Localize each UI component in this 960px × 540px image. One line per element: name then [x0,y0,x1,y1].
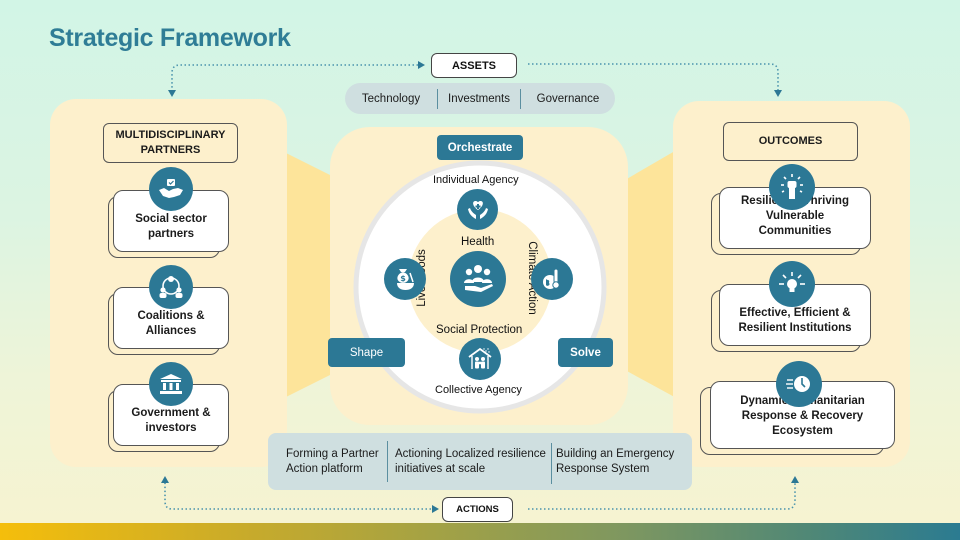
arrow-head-assets [418,61,425,69]
outcomes-header: OUTCOMES [723,122,858,161]
action-partner-platform: Forming a Partner Action platform [286,447,379,475]
raised-fist-icon [769,164,815,210]
money-bag-food-icon: $ [384,258,426,300]
individual-agency-label: Individual Agency [433,174,519,186]
arrow-head-partners-top [168,90,176,97]
divider [520,88,521,109]
asset-investments: Investments [448,92,510,105]
network-people-icon [149,265,193,309]
asset-technology: Technology [361,92,421,105]
health-hands-icon [457,189,498,230]
asset-governance: Governance [536,92,600,105]
collective-agency-label: Collective Agency [435,384,522,396]
solve-button[interactable]: Solve [558,338,613,367]
actions-label: ACTIONS [442,497,513,522]
lightbulb-arrows-icon [769,261,815,307]
left-funnel-shape [280,150,340,400]
fast-clock-icon [776,361,822,407]
outcome-card-label: Effective, Efficient & Resilient Institu… [719,284,871,346]
shape-button[interactable]: Shape [328,338,405,367]
footer-gradient-bar [0,523,960,540]
svg-text:$: $ [400,274,406,283]
divider [551,443,552,484]
community-hand-icon [450,251,506,307]
page-title: Strategic Framework [49,24,291,52]
house-family-icon [459,338,501,380]
arrow-head-outcomes-top [774,90,782,97]
assets-pill: Technology Investments Governance [345,83,615,114]
divider [437,88,438,109]
right-funnel-shape [625,148,680,398]
orchestrate-button[interactable]: Orchestrate [437,135,523,160]
action-emergency-response: Building an Emergency Response System [556,447,675,475]
outcome-card-institutions: Effective, Efficient & Resilient Institu… [711,284,871,352]
handshake-icon [149,167,193,211]
health-label: Health [461,236,495,248]
divider [387,441,388,482]
government-building-icon [149,362,193,406]
actions-panel: Forming a Partner Action platform Action… [268,433,692,490]
assets-label: ASSETS [431,53,517,78]
arrow-head-actions [432,505,439,513]
climate-thermometer-icon [531,258,573,300]
partners-header: MULTIDISCIPLINARY PARTNERS [103,123,238,163]
arrow-head-partners-bottom [161,476,169,483]
action-localized-resilience: Actioning Localized resilience initiativ… [395,447,546,475]
arrow-head-outcomes-bottom [791,476,799,483]
social-protection-label: Social Protection [436,324,523,336]
